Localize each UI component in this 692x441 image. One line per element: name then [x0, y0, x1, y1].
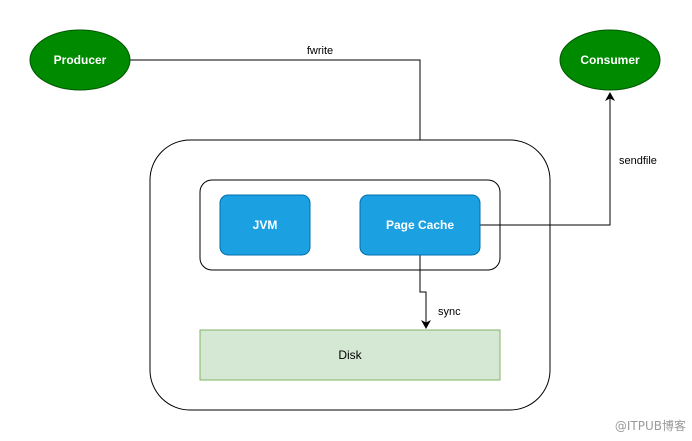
disk-label: Disk — [338, 348, 362, 362]
sync-label: sync — [438, 306, 461, 318]
jvm-box — [219, 194, 311, 256]
watermark-text: @ITPUB博客 — [615, 418, 686, 433]
page-cache-node: Page Cache — [359, 194, 481, 256]
consumer-ellipse — [559, 29, 661, 91]
producer-label: Producer — [54, 53, 107, 67]
fwrite-connector — [130, 59, 421, 140]
jvm-label: JVM — [253, 218, 278, 232]
consumer-label: Consumer — [580, 53, 640, 67]
producer-node: Producer — [29, 29, 131, 91]
producer-ellipse — [29, 29, 131, 91]
page-cache-label: Page Cache — [386, 218, 454, 232]
sync-connector — [419, 255, 431, 329]
disk-box — [199, 329, 501, 381]
jvm-node: JVM — [219, 194, 311, 256]
sendfile-connector — [480, 92, 615, 226]
consumer-node: Consumer — [559, 29, 661, 91]
page-cache-box — [359, 194, 481, 256]
fwrite-label: fwrite — [307, 45, 333, 57]
disk-node: Disk — [199, 329, 501, 381]
sendfile-label: sendfile — [619, 155, 657, 167]
